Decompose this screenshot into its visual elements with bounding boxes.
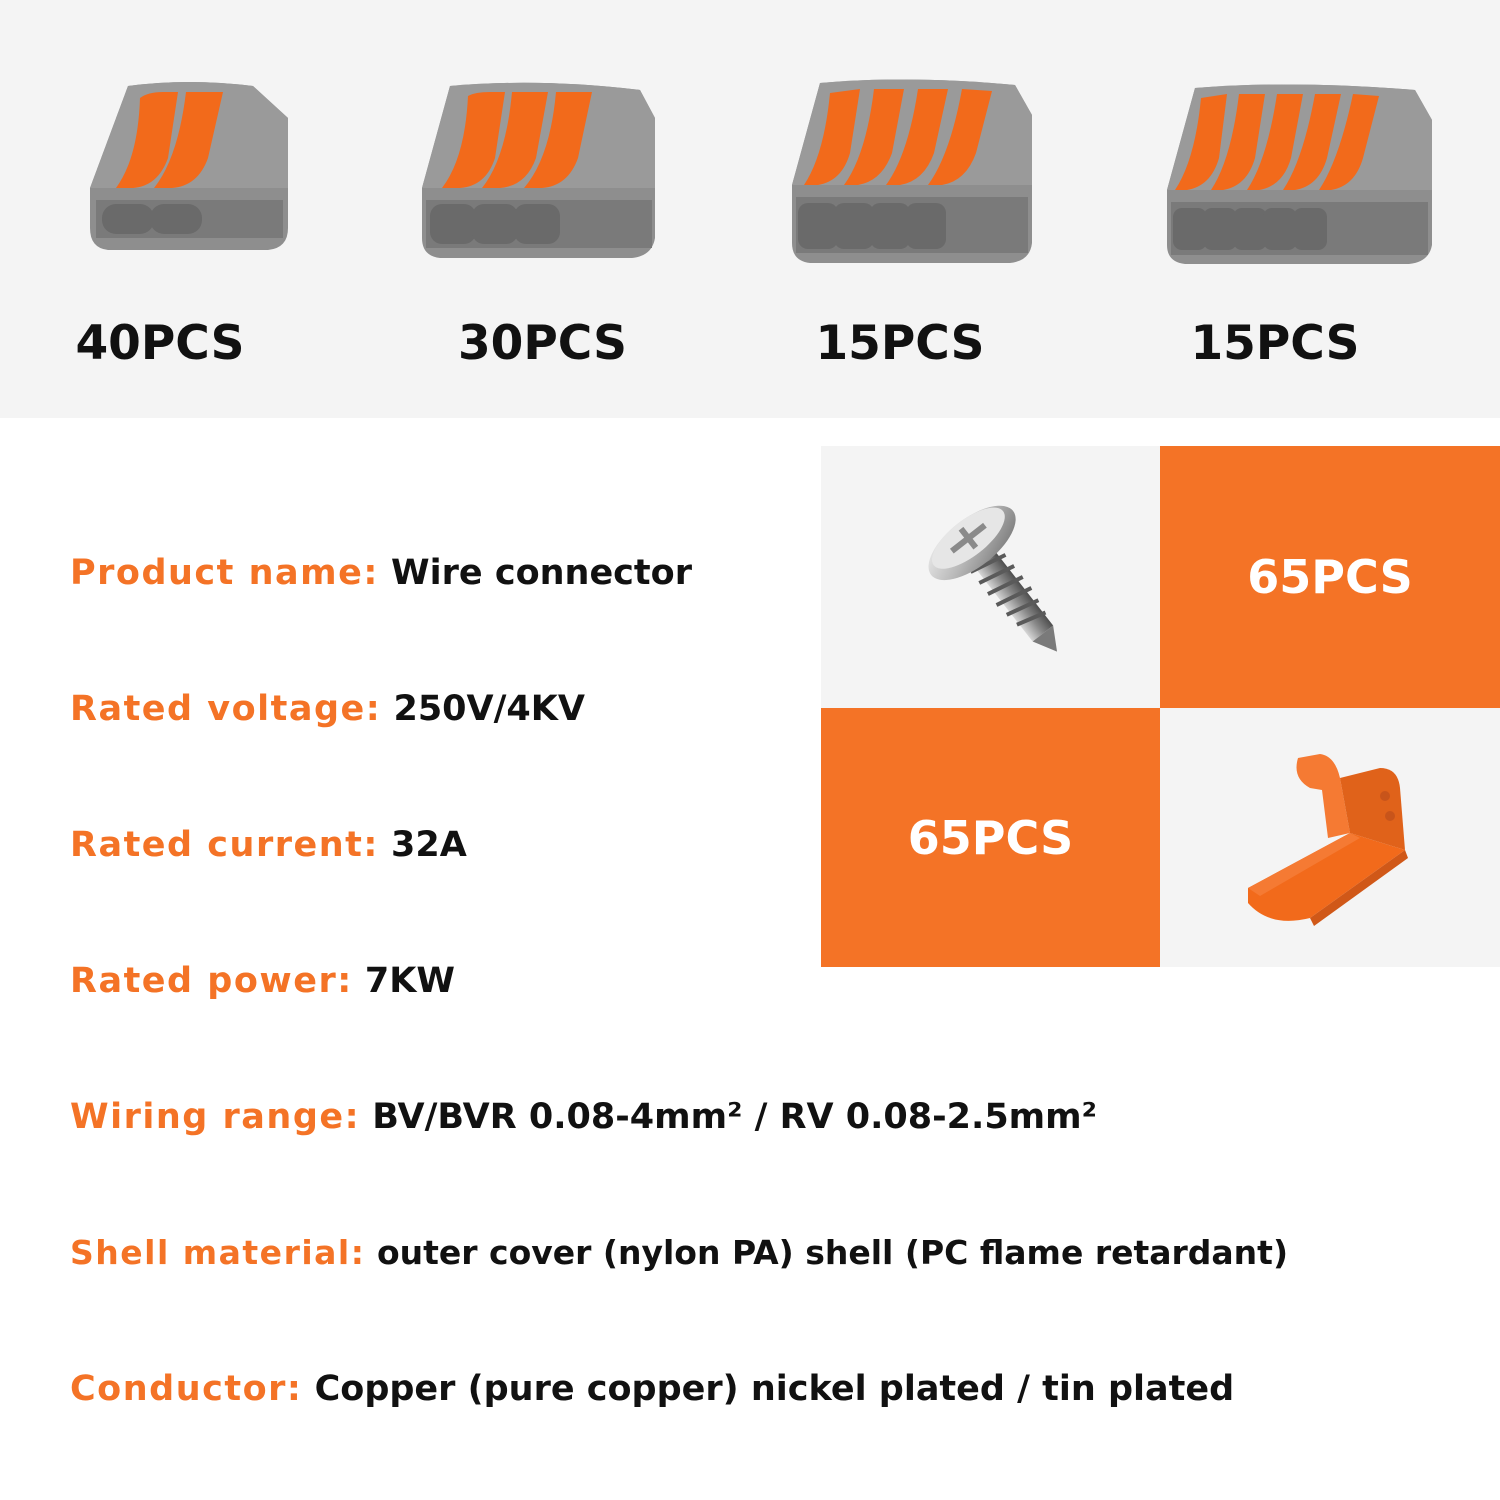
spec-value: Wire connector (391, 553, 692, 593)
bracket-quantity-cell: 65PCS (821, 708, 1160, 967)
spec-row-rated-current: Rated current: 32A (70, 820, 467, 870)
accessories-grid: 65PCS 65PCS (821, 446, 1500, 967)
spec-key: Conductor: (70, 1369, 303, 1409)
connector-quantity-label: 15PCS (815, 316, 985, 371)
bracket-cell (1160, 708, 1500, 967)
5-port-lever-connector-icon (1167, 84, 1432, 264)
connector-quantity-label: 40PCS (75, 316, 245, 371)
spec-key: Wiring range: (70, 1097, 361, 1137)
connector-showcase: 40PCS 30PCS 15PCS (0, 0, 1500, 418)
4-port-lever-connector-icon (792, 79, 1032, 263)
screw-icon (928, 505, 1058, 652)
spec-row-rated-voltage: Rated voltage: 250V/4KV (70, 684, 585, 734)
spec-value: 32A (391, 825, 467, 865)
2-port-lever-connector-icon (90, 82, 288, 250)
connector-quantity-label: 15PCS (1190, 316, 1360, 371)
screw-quantity-cell: 65PCS (1160, 446, 1500, 708)
screw-cell (821, 446, 1160, 708)
spec-key: Product name: (70, 553, 379, 593)
screw-quantity-label: 65PCS (1247, 550, 1413, 604)
spec-row-rated-power: Rated power: 7KW (70, 956, 455, 1006)
connector-quantity-label: 30PCS (457, 316, 628, 371)
spec-row-product-name: Product name: Wire connector (70, 548, 692, 598)
bracket-quantity-label: 65PCS (907, 810, 1074, 865)
spec-key: Shell material: (70, 1233, 366, 1272)
spec-value: 7KW (364, 961, 455, 1001)
spec-row-conductor: Conductor: Copper (pure copper) nickel p… (70, 1364, 1234, 1414)
spec-key: Rated voltage: (70, 689, 382, 729)
spec-key: Rated power: (70, 961, 353, 1001)
spec-value: outer cover (nylon PA) shell (PC flame r… (376, 1233, 1289, 1272)
spec-key: Rated current: (70, 825, 379, 865)
spec-row-shell-material: Shell material: outer cover (nylon PA) s… (70, 1228, 1288, 1278)
mounting-bracket-icon (1248, 754, 1408, 926)
3-port-lever-connector-icon (422, 82, 655, 258)
spec-value: 250V/4KV (393, 689, 585, 729)
spec-row-wiring-range: Wiring range: BV/BVR 0.08-4mm² / RV 0.08… (70, 1092, 1097, 1142)
spec-value: Copper (pure copper) nickel plated / tin… (314, 1369, 1235, 1409)
spec-value: BV/BVR 0.08-4mm² / RV 0.08-2.5mm² (372, 1097, 1097, 1137)
